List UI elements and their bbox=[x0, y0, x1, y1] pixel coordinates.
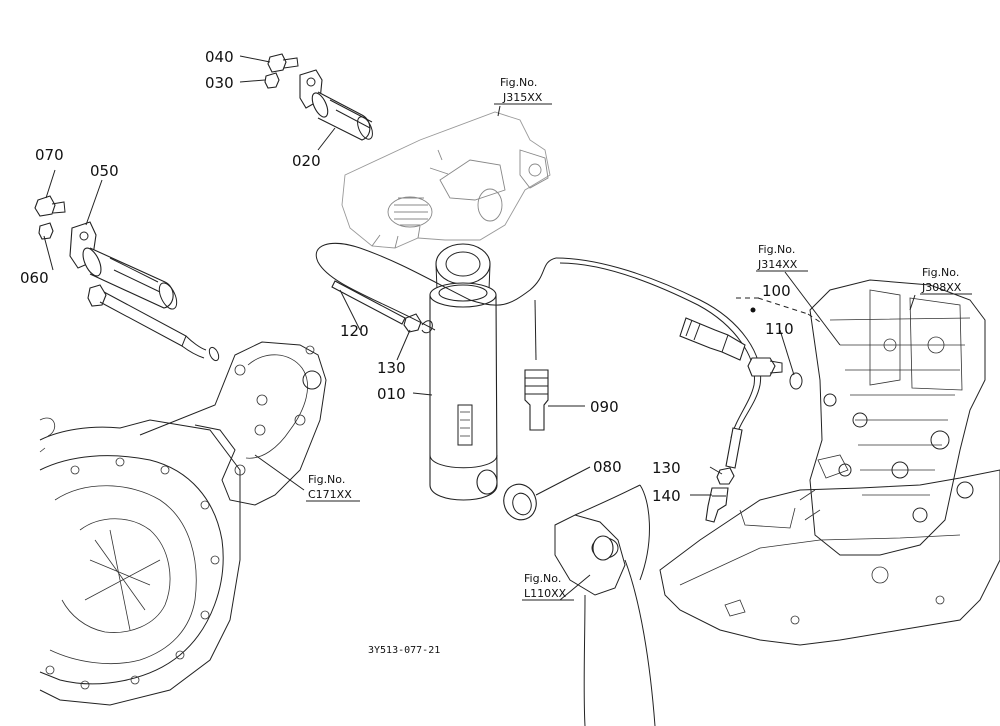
part-label-020: 020 bbox=[292, 152, 321, 170]
fig-ref-c171-line1: Fig.No. bbox=[308, 473, 345, 486]
lift-bracket-plate bbox=[139, 341, 327, 506]
quick-coupler bbox=[679, 317, 746, 361]
lift-arm bbox=[341, 111, 551, 249]
fig-ref-l110-line1: Fig.No. bbox=[524, 572, 561, 585]
hydraulic-hose bbox=[315, 242, 762, 441]
part-label-070: 070 bbox=[35, 146, 64, 164]
part-label-110: 110 bbox=[765, 320, 794, 338]
transmission-housing bbox=[39, 417, 241, 706]
part-030-grease-fitting bbox=[264, 72, 280, 89]
fig-ref-j314-line1: Fig.No. bbox=[758, 243, 795, 256]
fig-ref-l110-line2: L110XX bbox=[524, 587, 567, 600]
leader-lines bbox=[43, 55, 916, 601]
valve-block-assembly bbox=[659, 279, 1000, 646]
part-080-bushing bbox=[503, 483, 537, 521]
part-label-080: 080 bbox=[593, 458, 622, 476]
fig-ref-underlines bbox=[306, 103, 972, 601]
part-120-pipe bbox=[331, 280, 406, 325]
fig-ref-j315-line2: J315XX bbox=[502, 91, 543, 104]
part-label-090: 090 bbox=[590, 398, 619, 416]
part-label-140: 140 bbox=[652, 487, 681, 505]
part-140-elbow bbox=[705, 487, 729, 523]
drawing-code: 3Y513-077-21 bbox=[368, 645, 440, 656]
part-100-nipple bbox=[747, 357, 783, 377]
part-label-050: 050 bbox=[90, 162, 119, 180]
part-label-010: 010 bbox=[377, 385, 406, 403]
fig-ref-j314-line2: J314XX bbox=[757, 258, 798, 271]
part-label-040: 040 bbox=[205, 48, 234, 66]
part-040-bolt bbox=[267, 53, 299, 73]
part-020-pin bbox=[299, 69, 373, 141]
part-label-130-upper: 130 bbox=[377, 359, 406, 377]
part-label-130-lower: 130 bbox=[652, 459, 681, 477]
lower-link-arm bbox=[554, 484, 656, 726]
part-070-bolt bbox=[34, 195, 66, 217]
part-130-fitting-upper bbox=[403, 313, 433, 334]
part-label-100: 100 bbox=[762, 282, 791, 300]
marker-dot bbox=[750, 307, 756, 313]
fig-ref-j308-line1: Fig.No. bbox=[922, 266, 959, 279]
part-110-o-ring bbox=[789, 372, 803, 390]
part-010-lift-cylinder bbox=[429, 243, 498, 501]
part-090-adapter bbox=[524, 299, 549, 431]
part-label-030: 030 bbox=[205, 74, 234, 92]
part-060-grease-fitting bbox=[38, 222, 54, 240]
lower-link-bushing bbox=[592, 535, 614, 561]
part-050-pin bbox=[69, 221, 220, 362]
fig-ref-j308-line2: J308XX bbox=[921, 281, 962, 294]
fig-ref-j315-line1: Fig.No. bbox=[500, 76, 537, 89]
part-label-060: 060 bbox=[20, 269, 49, 287]
fig-ref-c171-line2: C171XX bbox=[308, 488, 352, 501]
part-label-120: 120 bbox=[340, 322, 369, 340]
part-130-fitting-lower bbox=[716, 467, 735, 485]
return-pipe bbox=[725, 427, 743, 469]
